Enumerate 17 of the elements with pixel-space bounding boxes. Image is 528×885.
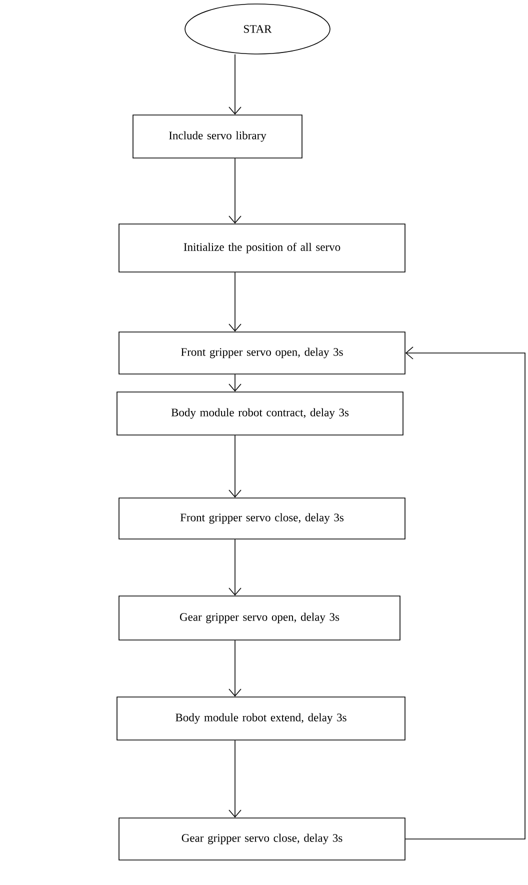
process-box: Initialize the position of all servo [118, 224, 406, 272]
arrow [228, 54, 242, 115]
arrow [228, 374, 242, 392]
arrow [228, 272, 242, 332]
arrow [228, 740, 242, 818]
process-box: Gear gripper servo open, delay 3s [118, 596, 400, 640]
arrow [405, 346, 526, 840]
process-box: Front gripper servo open, delay 3s [118, 332, 406, 374]
process-box: Front gripper servo close, delay 3s [118, 498, 406, 540]
arrow [228, 158, 242, 224]
process-box: Gear gripper servo close, delay 3s [118, 818, 406, 860]
process-box: Include servo library [132, 114, 302, 158]
process-box: Body module robot extend, delay 3s [116, 696, 406, 740]
arrow [228, 435, 242, 498]
arrow [228, 640, 242, 697]
process-box: Body module robot contract, delay 3s [116, 392, 404, 436]
arrow [228, 539, 242, 596]
